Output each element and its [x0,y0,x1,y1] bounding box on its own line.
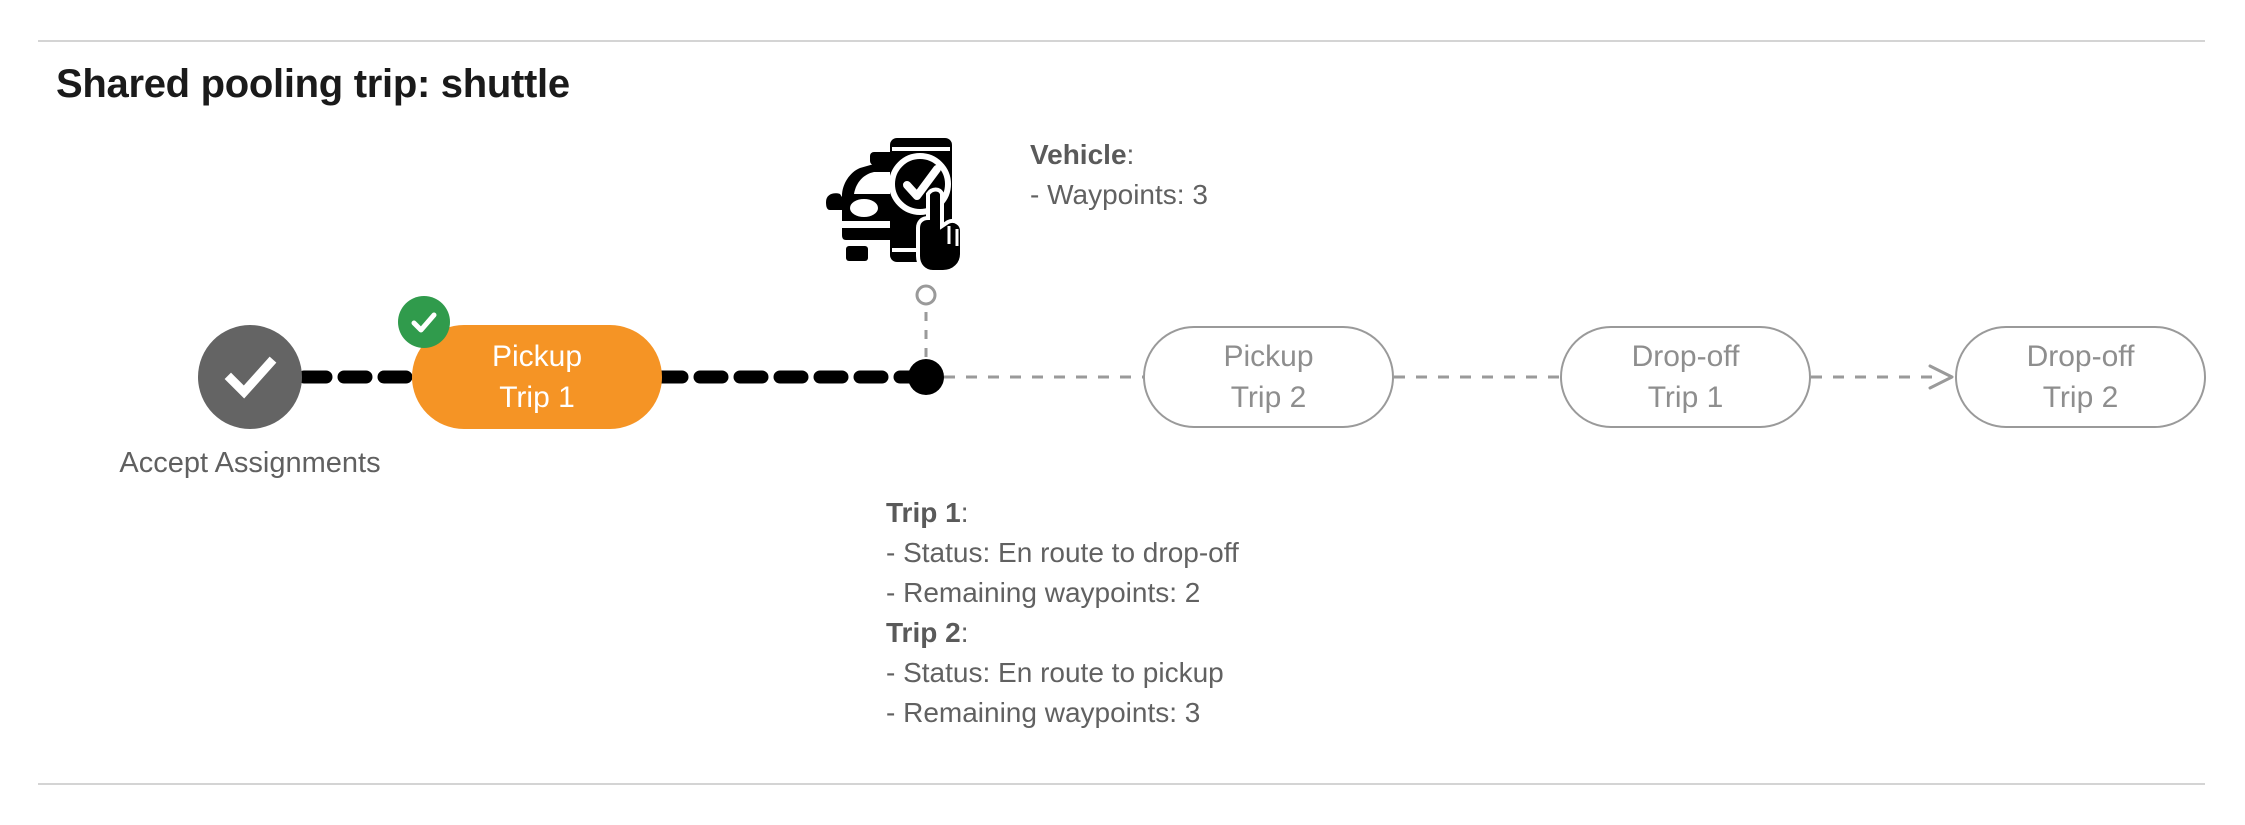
trip-1-heading-colon: : [960,497,969,528]
node-dropoff-trip-1-line1: Drop-off [1631,340,1740,373]
accept-assignments-node[interactable] [198,325,302,429]
node-pickup-trip-1-line2: Trip 1 [499,381,575,414]
trip-1-waypoints-line: - Remaining waypoints: 2 [886,577,1201,608]
vehicle-annotation-line-0: - Waypoints: 3 [1030,179,1208,210]
node-pickup-trip-2-line2: Trip 2 [1230,381,1307,414]
accept-label-line2: Assignments [214,447,381,479]
node-pickup-trip-1-line1: Pickup [491,340,583,373]
vehicle-position-dot [908,359,944,395]
completed-check-badge [398,296,450,348]
vehicle-phone-check-icon [812,122,972,274]
trip-1-heading-text: Trip 1 [886,497,961,528]
trip-2-heading-text: Trip 2 [886,617,961,648]
divider-top [38,40,2205,42]
node-pickup-trip-2-line1: Pickup [1223,340,1314,373]
vehicle-annotation: Vehicle: - Waypoints: 3 [1030,135,1208,215]
node-dropoff-trip-1-line2: Trip 1 [1647,381,1724,414]
check-icon [407,305,441,339]
trip-2-waypoints-line: - Remaining waypoints: 3 [886,697,1201,728]
path-arrowhead [1928,364,1954,390]
node-dropoff-trip-1[interactable]: Drop-off Trip 1 [1560,326,1811,428]
accept-assignments-label: Accept Assignments [110,443,390,484]
node-pickup-trip-1[interactable]: Pickup Trip 1 [412,325,662,429]
vehicle-heading-text: Vehicle [1030,139,1127,170]
divider-bottom [38,783,2205,785]
node-dropoff-trip-2[interactable]: Drop-off Trip 2 [1955,326,2206,428]
vehicle-leader-ring [915,284,937,306]
trip-2-status-line: - Status: En route to pickup [886,657,1224,688]
node-pickup-trip-2[interactable]: Pickup Trip 2 [1143,326,1394,428]
check-circle-icon [217,344,283,410]
accept-label-line1: Accept [119,447,209,479]
trip-2-heading-colon: : [960,617,969,648]
trip-1-status-line: - Status: En route to drop-off [886,537,1239,568]
node-dropoff-trip-2-line2: Trip 2 [2042,381,2119,414]
trip-2-heading: Trip 2: [886,613,1239,653]
vehicle-annotation-heading: Vehicle: [1030,135,1208,175]
trip-1-heading: Trip 1: [886,493,1239,533]
page-title: Shared pooling trip: shuttle [56,62,570,106]
node-dropoff-trip-2-line1: Drop-off [2026,340,2135,373]
trips-annotation: Trip 1: - Status: En route to drop-off -… [886,493,1239,733]
vehicle-heading-colon: : [1126,139,1135,170]
